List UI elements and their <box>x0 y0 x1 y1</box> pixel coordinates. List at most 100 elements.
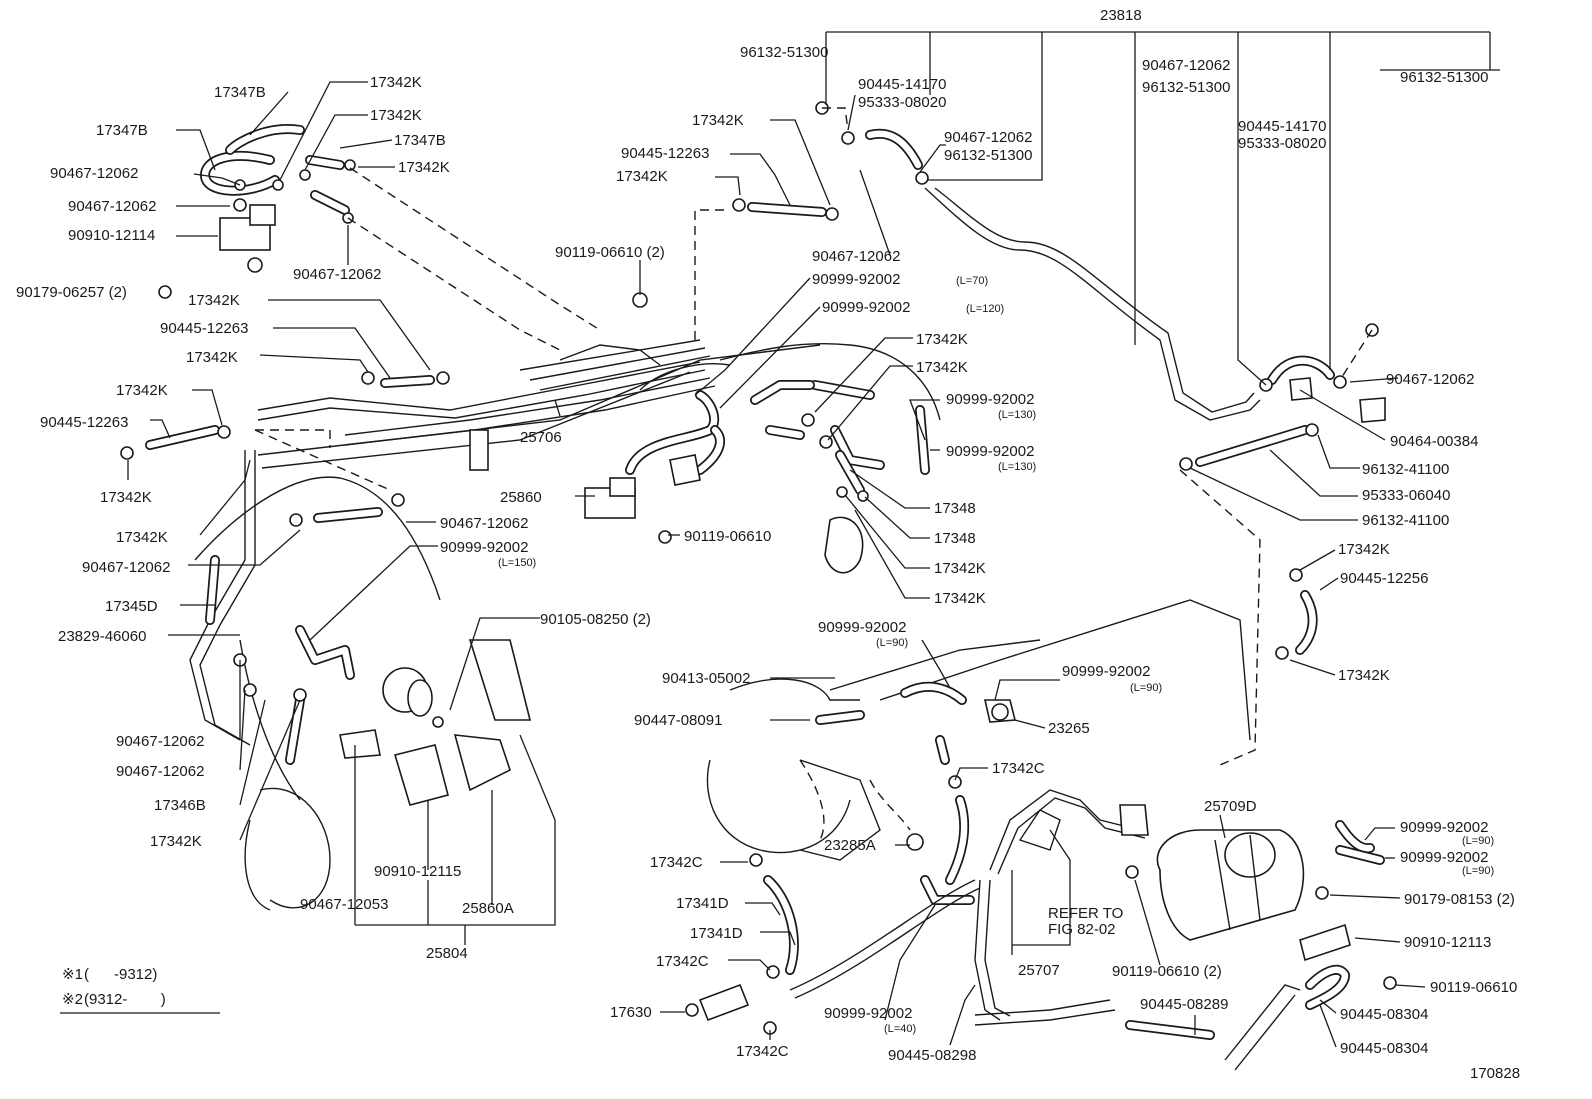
clamp-90467-d <box>391 493 405 507</box>
part-label: 17342K <box>934 590 986 607</box>
part-label: 96132-41100 <box>1362 461 1449 478</box>
part-label: 96132-51300 <box>1142 79 1230 96</box>
assembly-label: 25804 <box>426 945 468 962</box>
engine-outline <box>194 342 1251 911</box>
assembly-label: 25706 <box>520 429 562 446</box>
bolt-90119-c <box>1125 865 1139 879</box>
part-label: 90467-12062 <box>1142 57 1230 74</box>
part-label: 17346B <box>154 797 206 814</box>
length-note: (L=130) <box>998 461 1036 473</box>
part-label: 90467-12062 <box>82 559 170 576</box>
bracket-90464 <box>1359 397 1386 423</box>
part-label: 17342K <box>916 359 968 376</box>
length-note: (L=150) <box>498 557 536 569</box>
part-label: 90999-92002 <box>818 619 906 636</box>
part-label: 90445-14170 <box>1238 118 1326 135</box>
part-label: 17630 <box>610 1004 652 1021</box>
part-label: 90467-12062 <box>944 129 1032 146</box>
vsv-90467-12053 <box>339 729 381 759</box>
clamp-96132-c <box>1179 457 1193 471</box>
legend-range-2: (9312- ) <box>84 991 166 1008</box>
part-label: 95333-08020 <box>1238 135 1326 152</box>
length-note: (L=40) <box>884 1023 916 1035</box>
part-label: 90467-12062 <box>116 763 204 780</box>
callout-labels: 23818 170828 17347B 17347B 90467-12062 9… <box>16 7 1520 1082</box>
part-label: 17342K <box>370 74 422 91</box>
part-label: 17341D <box>690 925 743 942</box>
leader-lines <box>60 31 1500 1048</box>
part-label: 95333-06040 <box>1362 487 1450 504</box>
part-label: 96132-41100 <box>1362 512 1449 529</box>
part-label: 17342K <box>116 529 168 546</box>
part-label: 90467-12062 <box>1386 371 1474 388</box>
legend-mark-1: ※1 <box>62 966 83 983</box>
part-label: 90467-12062 <box>293 266 381 283</box>
part-label: 17342C <box>736 1043 789 1060</box>
part-label: 17348 <box>934 500 976 517</box>
length-note: (L=70) <box>956 275 988 287</box>
part-label: 90445-12263 <box>160 320 248 337</box>
part-label: 90445-12263 <box>40 414 128 431</box>
part-label: 90999-92002 <box>824 1005 912 1022</box>
left-hose-cluster <box>120 124 730 806</box>
part-label: 17342K <box>398 159 450 176</box>
part-label: 23265 <box>1048 720 1090 737</box>
part-label: 17342K <box>116 382 168 399</box>
bolt-90119-d <box>1383 976 1397 990</box>
length-note: (L=90) <box>1462 865 1494 877</box>
part-label: 90999-92002 <box>946 443 1034 460</box>
right-hose-cluster <box>1179 323 1386 766</box>
part-label: 17342C <box>992 760 1045 777</box>
part-label: 25860A <box>462 900 514 917</box>
part-label: 17342K <box>188 292 240 309</box>
part-label: 90999-92002 <box>1062 663 1150 680</box>
part-label: 90179-08153 (2) <box>1404 891 1515 908</box>
vsv-17630 <box>698 983 750 1022</box>
part-label: 96132-51300 <box>740 44 828 61</box>
vsv-90910-12115 <box>393 744 449 806</box>
part-label: 90467-12062 <box>812 248 900 265</box>
part-label: 90119-06610 (2) <box>1112 963 1222 980</box>
part-label: 90119-06610 <box>1430 979 1517 996</box>
part-label: 90467-12053 <box>300 896 388 913</box>
clamp-17342k-f <box>361 371 375 385</box>
mount-bolt <box>247 257 263 273</box>
clamp-17342k-k <box>825 207 839 221</box>
part-label: 90467-12062 <box>50 165 138 182</box>
part-label: 17342K <box>616 168 668 185</box>
part-label: 90445-12256 <box>1340 570 1428 587</box>
part-label: 90467-12062 <box>68 198 156 215</box>
part-label: 17342K <box>370 107 422 124</box>
part-label: 17342K <box>1338 541 1390 558</box>
part-label: 17341D <box>676 895 729 912</box>
part-label: 90445-12263 <box>621 145 709 162</box>
lower-hose-cluster <box>685 681 1397 1071</box>
part-label: 90445-08289 <box>1140 996 1228 1013</box>
canister-cap <box>1224 832 1276 878</box>
clamp-90467-f <box>243 683 257 697</box>
clamp-95333 <box>915 171 929 185</box>
part-label: 17342K <box>100 489 152 506</box>
part-label: 25860 <box>500 489 542 506</box>
part-label: 90119-06610 (2) <box>555 244 665 261</box>
clamp-17342k-c <box>344 159 356 171</box>
part-label: 17342K <box>916 331 968 348</box>
pipe-clamp <box>469 429 489 471</box>
part-label: 90445-08298 <box>888 1047 976 1064</box>
vsv-bracket-25804 <box>468 639 532 721</box>
part-label: 17347B <box>214 84 266 101</box>
clamp-17342c-b <box>749 853 763 867</box>
reference-note: REFER TO <box>1048 905 1123 922</box>
clamp-17342k-p <box>1289 568 1303 582</box>
part-label: 90445-08304 <box>1340 1040 1428 1057</box>
part-label: 90999-92002 <box>1400 849 1488 866</box>
clamp-17342k-n <box>836 486 848 498</box>
vsv-23265-port <box>991 703 1009 721</box>
legend-mark-2: ※2 <box>62 991 83 1008</box>
clamp-90467-i <box>1333 375 1347 389</box>
grommet-90179-b <box>1315 886 1329 900</box>
bolt-90105 <box>432 716 444 728</box>
connector-90464 <box>1289 377 1313 401</box>
part-label: 96132-51300 <box>1400 69 1488 86</box>
part-label: 90910-12113 <box>1404 934 1491 951</box>
